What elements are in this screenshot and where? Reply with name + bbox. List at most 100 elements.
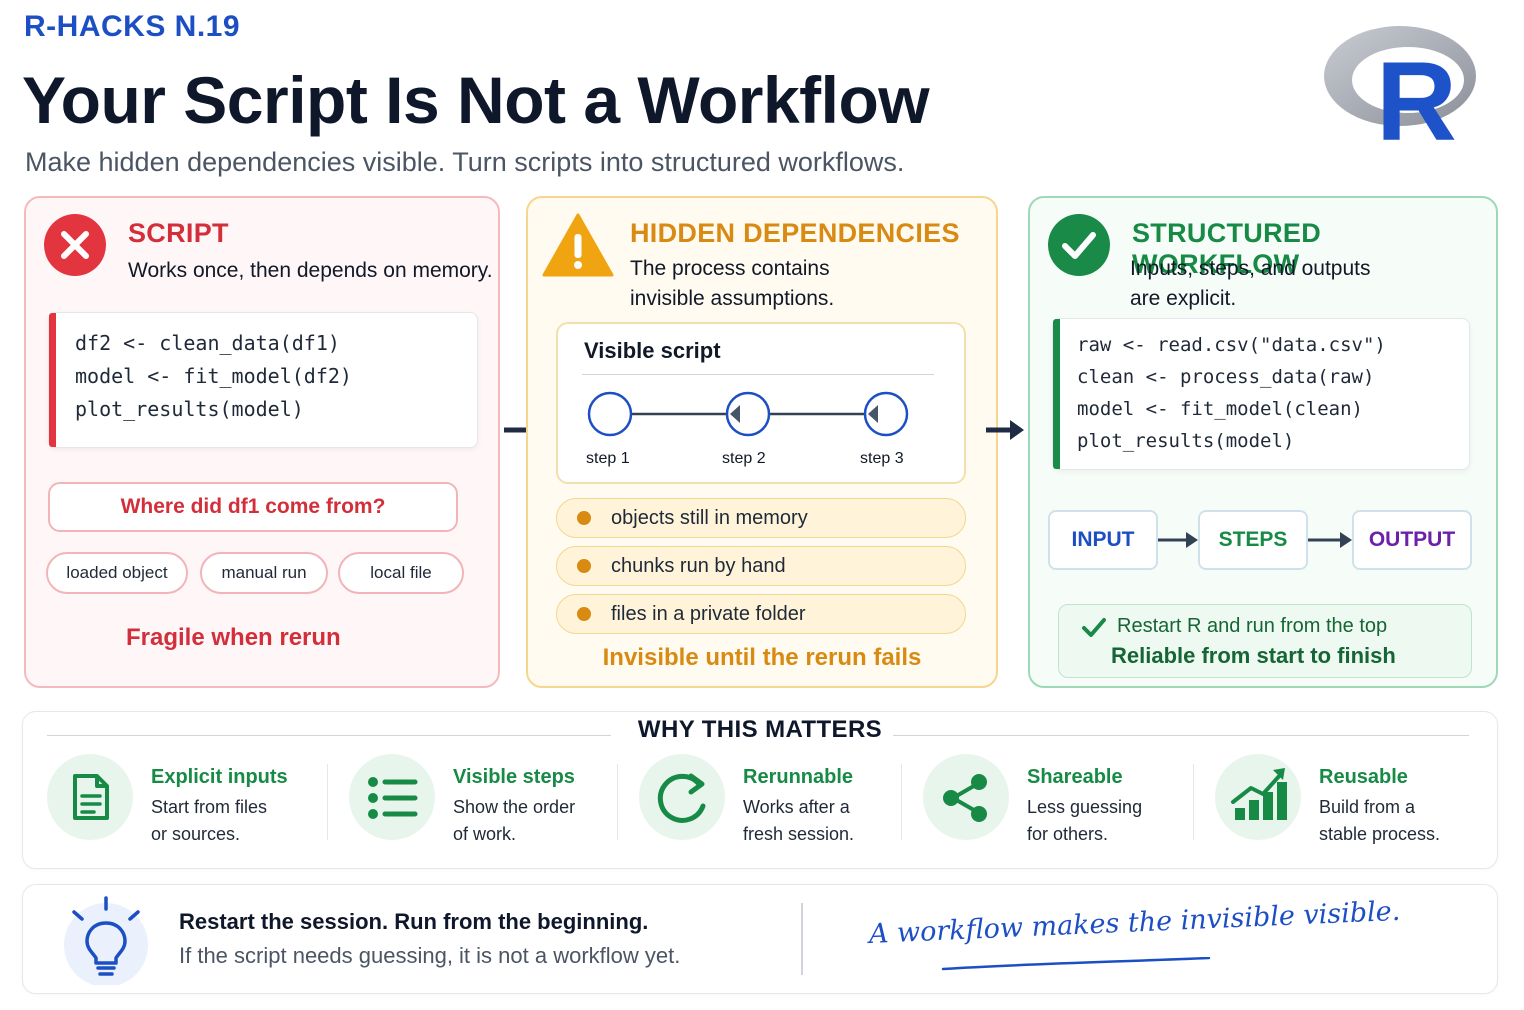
why-item-desc: Show the order of work. [453, 794, 575, 848]
why-item-heading: Shareable [1027, 766, 1123, 788]
quote-underline [941, 957, 1211, 971]
pill-local-file: local file [338, 552, 464, 594]
restart-note: Restart R and run from the top Reliable … [1058, 604, 1472, 678]
visible-script-box: Visible script step 1 step 2 step 3 [556, 322, 966, 484]
why-item-desc-line: or sources. [151, 824, 241, 844]
tip-heading: Restart the session. Run from the beginn… [179, 909, 649, 934]
code-line: plot_results(model) [1077, 430, 1295, 452]
why-item-reusable: Reusable Build from a stable process. [1215, 754, 1485, 844]
why-item-desc-line: Less guessing [1027, 797, 1143, 817]
bullet-dot-icon [577, 511, 591, 525]
step-timeline [587, 391, 909, 437]
tip-section: Restart the session. Run from the beginn… [22, 884, 1498, 994]
why-item-desc: Less guessing for others. [1027, 794, 1142, 848]
step-label: step 2 [722, 450, 766, 467]
workflow-desc-line: Inputs, steps, and outputs [1130, 257, 1371, 280]
code-line: df2 <- clean_data(df1) [75, 331, 340, 355]
arrow-right-icon [986, 420, 1024, 440]
arrow-right-icon [1158, 532, 1198, 548]
why-item-shareable: Shareable Less guessing for others. [923, 754, 1193, 844]
why-item-desc-line: stable process. [1319, 824, 1441, 844]
code-line: model <- fit_model(clean) [1077, 398, 1363, 420]
restart-note-emphasis: Reliable from start to finish [1111, 643, 1396, 668]
r-logo: R [1318, 14, 1486, 164]
dependency-item: files in a private folder [556, 594, 966, 634]
script-footer: Fragile when rerun [126, 624, 341, 651]
why-item-desc-line: Start from files [151, 797, 268, 817]
warning-icon [542, 213, 614, 277]
why-item-desc-line: fresh session. [743, 824, 855, 844]
arrow-right-icon [1308, 532, 1352, 548]
script-code-block: df2 <- clean_data(df1) model <- fit_mode… [48, 312, 478, 448]
question-box: Where did df1 come from? [48, 482, 458, 532]
workflow-heading: STRUCTURED WORKFLOW [1132, 218, 1321, 279]
flow-output: OUTPUT [1352, 510, 1472, 570]
hidden-desc-line: invisible assumptions. [630, 287, 835, 310]
document-icon [73, 774, 109, 820]
hidden-heading: HIDDEN DEPENDENCIES [630, 218, 960, 248]
dependency-item-label: objects still in memory [611, 506, 808, 529]
code-line: clean <- process_data(raw) [1077, 366, 1375, 388]
check-circle-icon [1048, 214, 1110, 276]
dependency-item: objects still in memory [556, 498, 966, 538]
bullet-dot-icon [577, 559, 591, 573]
script-desc: Works once, then depends on memory. [128, 259, 493, 282]
why-item-desc-line: Show the order [453, 797, 576, 817]
restart-note-line: Restart R and run from the top [1117, 615, 1388, 637]
code-line: plot_results(model) [75, 397, 304, 421]
dependency-item-label: chunks run by hand [611, 554, 786, 577]
visible-script-title: Visible script [584, 338, 721, 363]
page-subtitle: Make hidden dependencies visible. Turn s… [25, 147, 905, 177]
tip-quote: A workflow makes the invisible visible. [868, 895, 1401, 950]
dependency-item-label: files in a private folder [611, 602, 806, 625]
r-logo-letter: R [1376, 39, 1457, 148]
hidden-footer: Invisible until the rerun fails [602, 644, 922, 671]
pill-loaded-object: loaded object [46, 552, 188, 594]
series-label: R-HACKS N.19 [24, 10, 241, 43]
why-this-matters-section: WHY THIS MATTERS Explicit inputs Start f… [22, 711, 1498, 869]
step-3-node [863, 391, 909, 437]
why-item-desc: Works after a fresh session. [743, 794, 854, 848]
share-icon [943, 774, 987, 822]
code-line: model <- fit_model(df2) [75, 364, 352, 388]
hidden-dependencies-panel: HIDDEN DEPENDENCIES The process contains… [526, 196, 998, 688]
why-item-rerunnable: Rerunnable Works after a fresh session. [639, 754, 909, 844]
refresh-icon [657, 773, 706, 823]
why-item-explicit-inputs: Explicit inputs Start from files or sour… [47, 754, 327, 844]
step-2-node [725, 391, 771, 437]
error-x-icon [44, 214, 106, 276]
why-item-desc-line: of work. [453, 824, 517, 844]
why-item-desc: Start from files or sources. [151, 794, 267, 848]
script-heading: SCRIPT [128, 218, 229, 248]
dependency-item: chunks run by hand [556, 546, 966, 586]
script-panel: SCRIPT Works once, then depends on memor… [24, 196, 500, 688]
step-label: step 3 [860, 450, 904, 467]
structured-workflow-panel: STRUCTURED WORKFLOW Inputs, steps, and o… [1028, 196, 1498, 688]
why-title: WHY THIS MATTERS [637, 716, 883, 743]
pill-manual-run: manual run [200, 552, 328, 594]
why-item-desc: Build from a stable process. [1319, 794, 1440, 848]
why-item-heading: Explicit inputs [151, 766, 288, 788]
why-item-desc-line: Works after a [743, 797, 850, 817]
tip-desc: If the script needs guessing, it is not … [179, 943, 681, 968]
workflow-desc-line: are explicit. [1130, 287, 1237, 310]
why-item-visible-steps: Visible steps Show the order of work. [349, 754, 619, 844]
growth-chart-icon [1231, 768, 1287, 820]
flow-steps: STEPS [1198, 510, 1308, 570]
flow-input: INPUT [1048, 510, 1158, 570]
hidden-desc-line: The process contains [630, 257, 830, 280]
why-item-desc-line: for others. [1027, 824, 1109, 844]
code-line: raw <- read.csv("data.csv") [1077, 334, 1386, 356]
hidden-desc: The process contains invisible assumptio… [630, 254, 834, 314]
why-item-desc-line: Build from a [1319, 797, 1416, 817]
why-item-heading: Reusable [1319, 766, 1408, 788]
checkmark-icon [1082, 618, 1106, 637]
why-item-heading: Visible steps [453, 766, 575, 788]
workflow-desc: Inputs, steps, and outputs are explicit. [1130, 254, 1371, 314]
bullet-dot-icon [577, 607, 591, 621]
why-item-heading: Rerunnable [743, 766, 854, 788]
list-icon [368, 777, 418, 819]
lightbulb-icon [64, 896, 148, 985]
step-label: step 1 [586, 450, 630, 467]
page-title: Your Script Is Not a Workflow [22, 63, 930, 137]
